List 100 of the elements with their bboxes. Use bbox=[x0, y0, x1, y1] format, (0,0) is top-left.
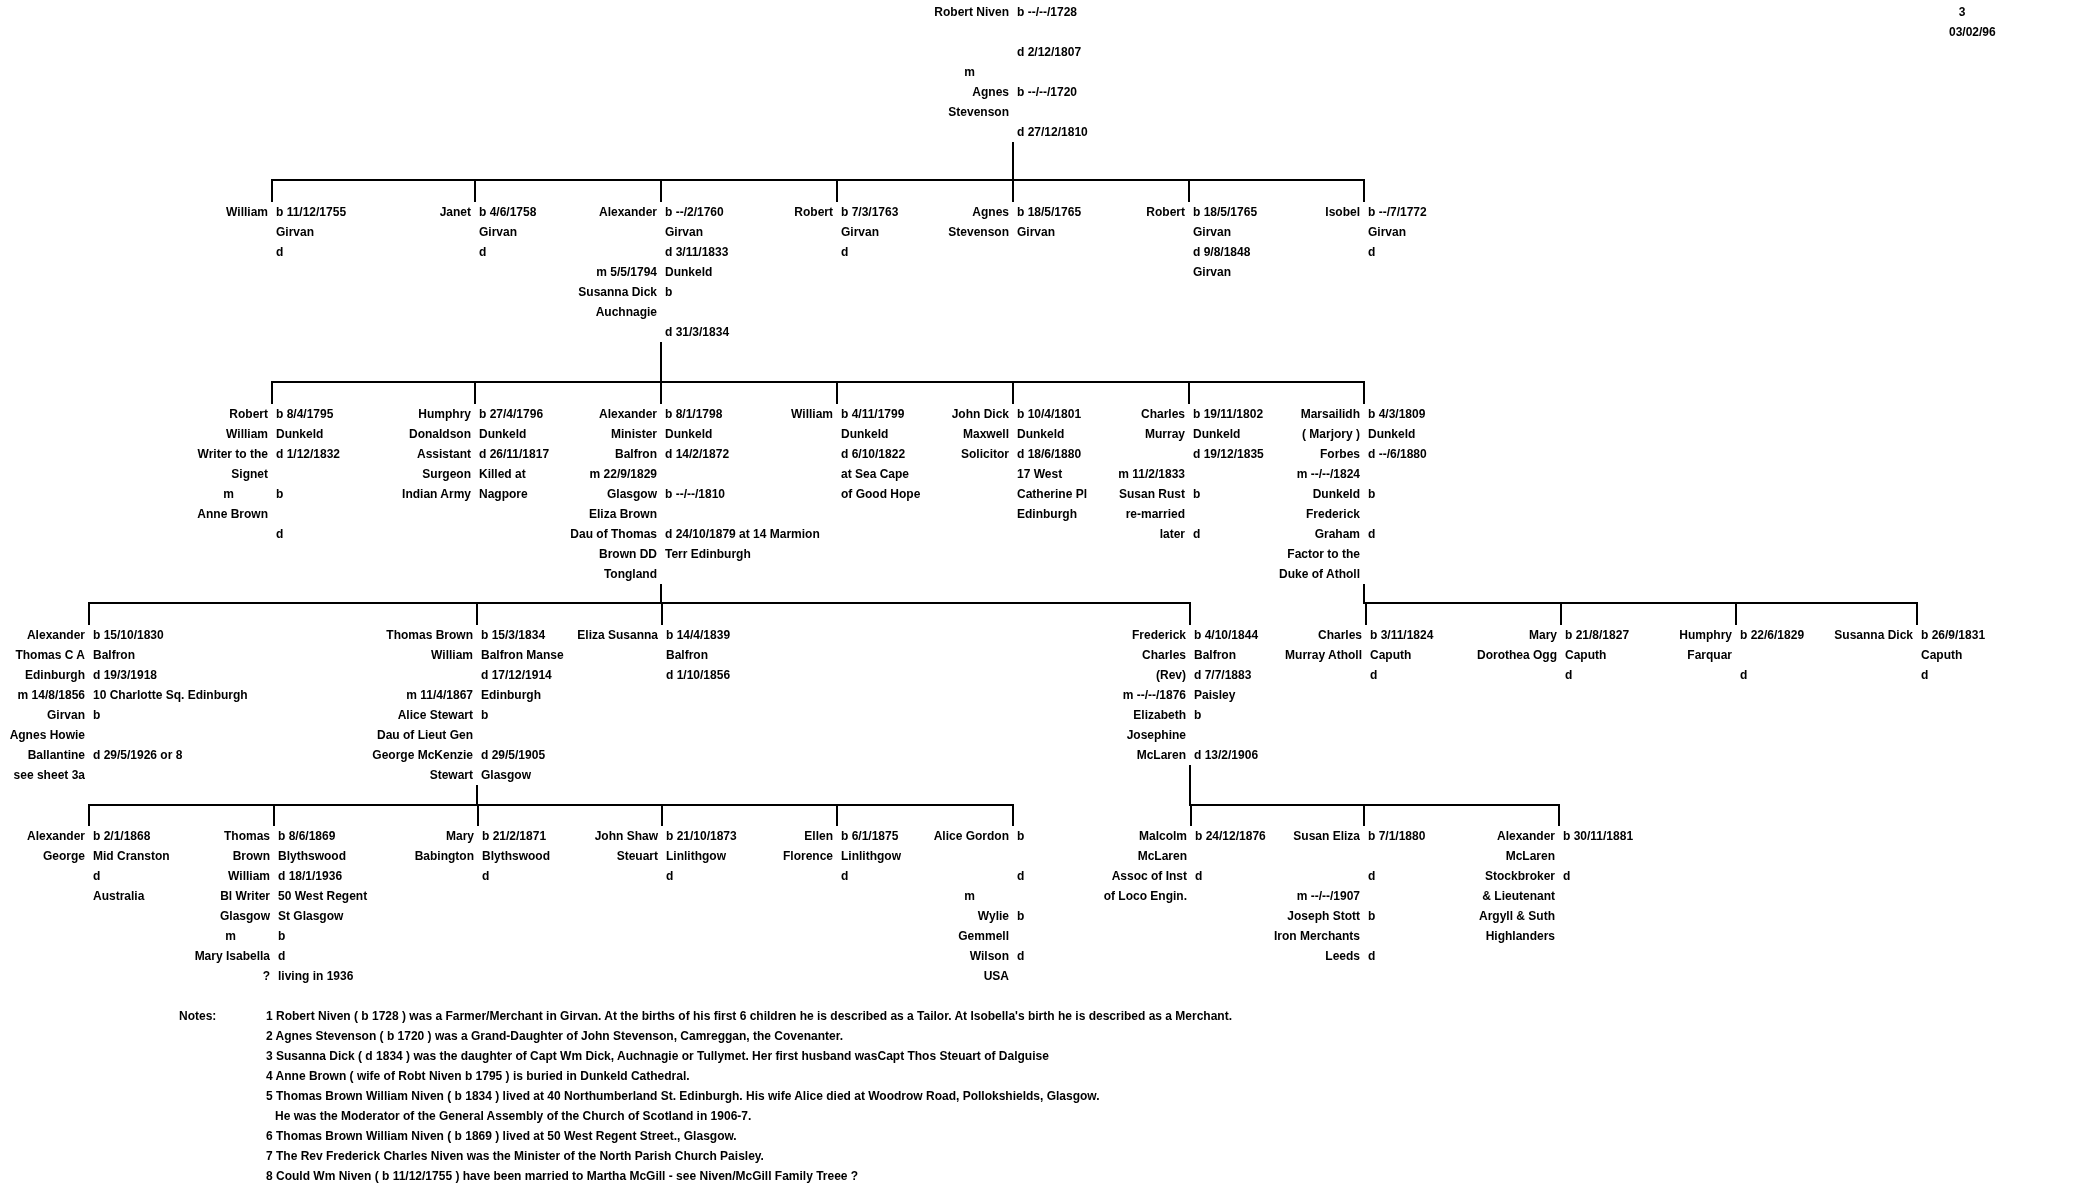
person-details: Eliza Susanna bbox=[577, 627, 658, 644]
person-details: Alexander bbox=[598, 204, 657, 221]
person-details: Robert bbox=[1146, 204, 1185, 221]
descent-line bbox=[476, 784, 1014, 827]
life-dates: d 9/8/1848 Girvan bbox=[1193, 244, 1251, 281]
life-dates: b 24/12/1876 bbox=[1195, 828, 1266, 845]
life-dates: b --/--/1728 bbox=[1017, 4, 1077, 21]
life-dates: d 19/12/1835 bbox=[1193, 446, 1264, 463]
life-dates: b bbox=[1368, 908, 1376, 925]
life-dates: d bbox=[1565, 667, 1573, 684]
life-dates: d Australia bbox=[93, 868, 145, 905]
life-dates: d bbox=[1017, 868, 1025, 885]
note-text: 2 Agnes Stevenson ( b 1720 ) was a Grand-Daughter of John Stevenson, Camreggan, the Covenanter. bbox=[266, 1028, 844, 1045]
person-details: Robert Niven bbox=[934, 4, 1009, 21]
person-details: William bbox=[791, 406, 833, 423]
life-dates: b bbox=[1017, 908, 1025, 925]
life-dates: b 30/11/1881 bbox=[1563, 828, 1634, 845]
person-details: Anne Brown bbox=[197, 506, 268, 523]
person-details: Alice Stewart bbox=[397, 707, 473, 724]
person-details: Susanna Dick Auchnagie bbox=[578, 284, 657, 321]
life-dates: d bbox=[276, 244, 284, 261]
person-details: Agnes Stevenson bbox=[948, 204, 1009, 241]
life-dates: d 29/5/1926 or 8 bbox=[93, 747, 183, 764]
person-details: Malcolm McLaren Assoc of Inst of Loco Engin. bbox=[1103, 828, 1187, 905]
person-details: m 11/4/1867 bbox=[406, 687, 473, 704]
note-text: 8 Could Wm Niven ( b 11/12/1755 ) have been married to Martha McGill - see Niven/McGill Family Treee ? bbox=[266, 1168, 859, 1185]
person-details: Frederick Graham Factor to the Duke of Atholl bbox=[1279, 506, 1360, 583]
life-dates: d living in 1936 bbox=[278, 948, 354, 985]
person-details: Charles Murray Atholl bbox=[1285, 627, 1362, 664]
descent-line bbox=[660, 583, 1191, 626]
marriage-text: m bbox=[225, 928, 236, 945]
person-details: Mary Babington bbox=[414, 828, 474, 865]
date-text: 03/02/96 bbox=[1949, 24, 1996, 41]
note-text: 1 Robert Niven ( b 1728 ) was a Farmer/Merchant in Girvan. At the births of his first 6 children he is described as a Tailor. At Isobella's birth he is described as a Merchant. bbox=[266, 1008, 1233, 1025]
life-dates: d bbox=[1563, 868, 1571, 885]
note-text: 3 Susanna Dick ( d 1834 ) was the daughter of Capt Wm Dick, Auchnagie or Tullymet. Her first husband wasCapt Thos Steuart of Dalguise bbox=[266, 1048, 1049, 1065]
person-details: Robert bbox=[794, 204, 833, 221]
life-dates: d --/6/1880 bbox=[1368, 446, 1427, 463]
life-dates: b 18/5/1765 Girvan bbox=[1017, 204, 1082, 241]
descent-line bbox=[1363, 583, 1918, 626]
person-details: Joseph Stott Iron Merchants Leeds bbox=[1274, 908, 1360, 965]
person-details: Agnes Stevenson bbox=[948, 84, 1009, 121]
marriage-text: m bbox=[964, 64, 975, 81]
life-dates: b bbox=[481, 707, 489, 724]
life-dates: d 14/2/1872 bbox=[665, 446, 730, 463]
life-dates: d 1/12/1832 bbox=[276, 446, 341, 463]
person-details: m 11/2/1833 bbox=[1118, 466, 1185, 483]
life-dates: b --/--/1720 bbox=[1017, 84, 1077, 101]
life-dates: d bbox=[841, 244, 849, 261]
descent-line bbox=[1012, 141, 1365, 203]
note-text: 6 Thomas Brown William Niven ( b 1869 ) lived at 50 West Regent Street., Glasgow. bbox=[266, 1128, 737, 1145]
person-details: Frederick Charles (Rev) bbox=[1131, 627, 1186, 684]
life-dates: d 26/11/1817 Killed at Nagpore bbox=[479, 446, 550, 503]
life-dates: d bbox=[1370, 667, 1378, 684]
life-dates: b bbox=[1194, 707, 1202, 724]
person-details: Alice Gordon bbox=[933, 828, 1009, 845]
life-dates: d bbox=[1368, 244, 1376, 261]
person-details: William bbox=[226, 204, 268, 221]
person-details: Isobel bbox=[1325, 204, 1360, 221]
descent-line bbox=[1189, 764, 1560, 827]
life-dates: b bbox=[1368, 486, 1376, 503]
person-details: Susan Rust re-married later bbox=[1119, 486, 1185, 543]
life-dates: d bbox=[276, 526, 284, 543]
person-details: Humphry Farquar bbox=[1679, 627, 1732, 664]
person-details: see sheet 3a bbox=[13, 767, 85, 784]
life-dates: d bbox=[1017, 948, 1025, 965]
life-dates: d bbox=[1195, 868, 1203, 885]
marriage-text: m bbox=[223, 486, 234, 503]
person-details: m 14/8/1856 Girvan bbox=[17, 687, 85, 724]
person-details: Dau of Thomas Brown DD Tongland bbox=[570, 526, 657, 583]
life-dates: d 1/10/1856 bbox=[666, 667, 731, 684]
person-details: Alexander George bbox=[26, 828, 85, 865]
person-details: Mary Dorothea Ogg bbox=[1477, 627, 1557, 664]
life-dates: d 29/5/1905 Glasgow bbox=[481, 747, 546, 784]
person-details: Ellen Florence bbox=[783, 828, 833, 865]
note-text: 7 The Rev Frederick Charles Niven was the Minister of the North Parish Church Paisley. bbox=[266, 1148, 764, 1165]
life-dates: d bbox=[1193, 526, 1201, 543]
person-details: Susanna Dick bbox=[1834, 627, 1913, 644]
marriage-text: m bbox=[964, 888, 975, 905]
person-details: Elizabeth Josephine McLaren bbox=[1126, 707, 1186, 764]
life-dates: b bbox=[665, 284, 673, 301]
life-dates: d bbox=[1368, 948, 1376, 965]
life-dates: b bbox=[276, 486, 284, 503]
person-details: Charles Murray bbox=[1140, 406, 1185, 443]
note-text: 4 Anne Brown ( wife of Robt Niven b 1795 ) is buried in Dunkeld Cathedral. bbox=[266, 1068, 690, 1085]
life-dates: d bbox=[479, 244, 487, 261]
life-dates: d bbox=[1740, 667, 1748, 684]
person-details: Wylie Gemmell Wilson USA bbox=[958, 908, 1009, 985]
life-dates: d 31/3/1834 bbox=[665, 324, 730, 341]
life-dates: d bbox=[1368, 868, 1376, 885]
person-details: m --/--/1876 bbox=[1122, 687, 1186, 704]
person-details: John Shaw Steuart bbox=[594, 828, 658, 865]
life-dates: b bbox=[93, 707, 101, 724]
person-details: Alexander McLaren Stockbroker & Lieutenant Argyll & Suth Highlanders bbox=[1479, 828, 1555, 945]
life-dates: d 2/12/1807 bbox=[1017, 44, 1082, 61]
life-dates: b --/--/1810 bbox=[665, 486, 725, 503]
life-dates: d bbox=[841, 868, 849, 885]
life-dates: b 7/1/1880 bbox=[1368, 828, 1426, 845]
person-details: Thomas Brown William bbox=[386, 627, 473, 664]
person-details: Susan Eliza bbox=[1293, 828, 1360, 845]
